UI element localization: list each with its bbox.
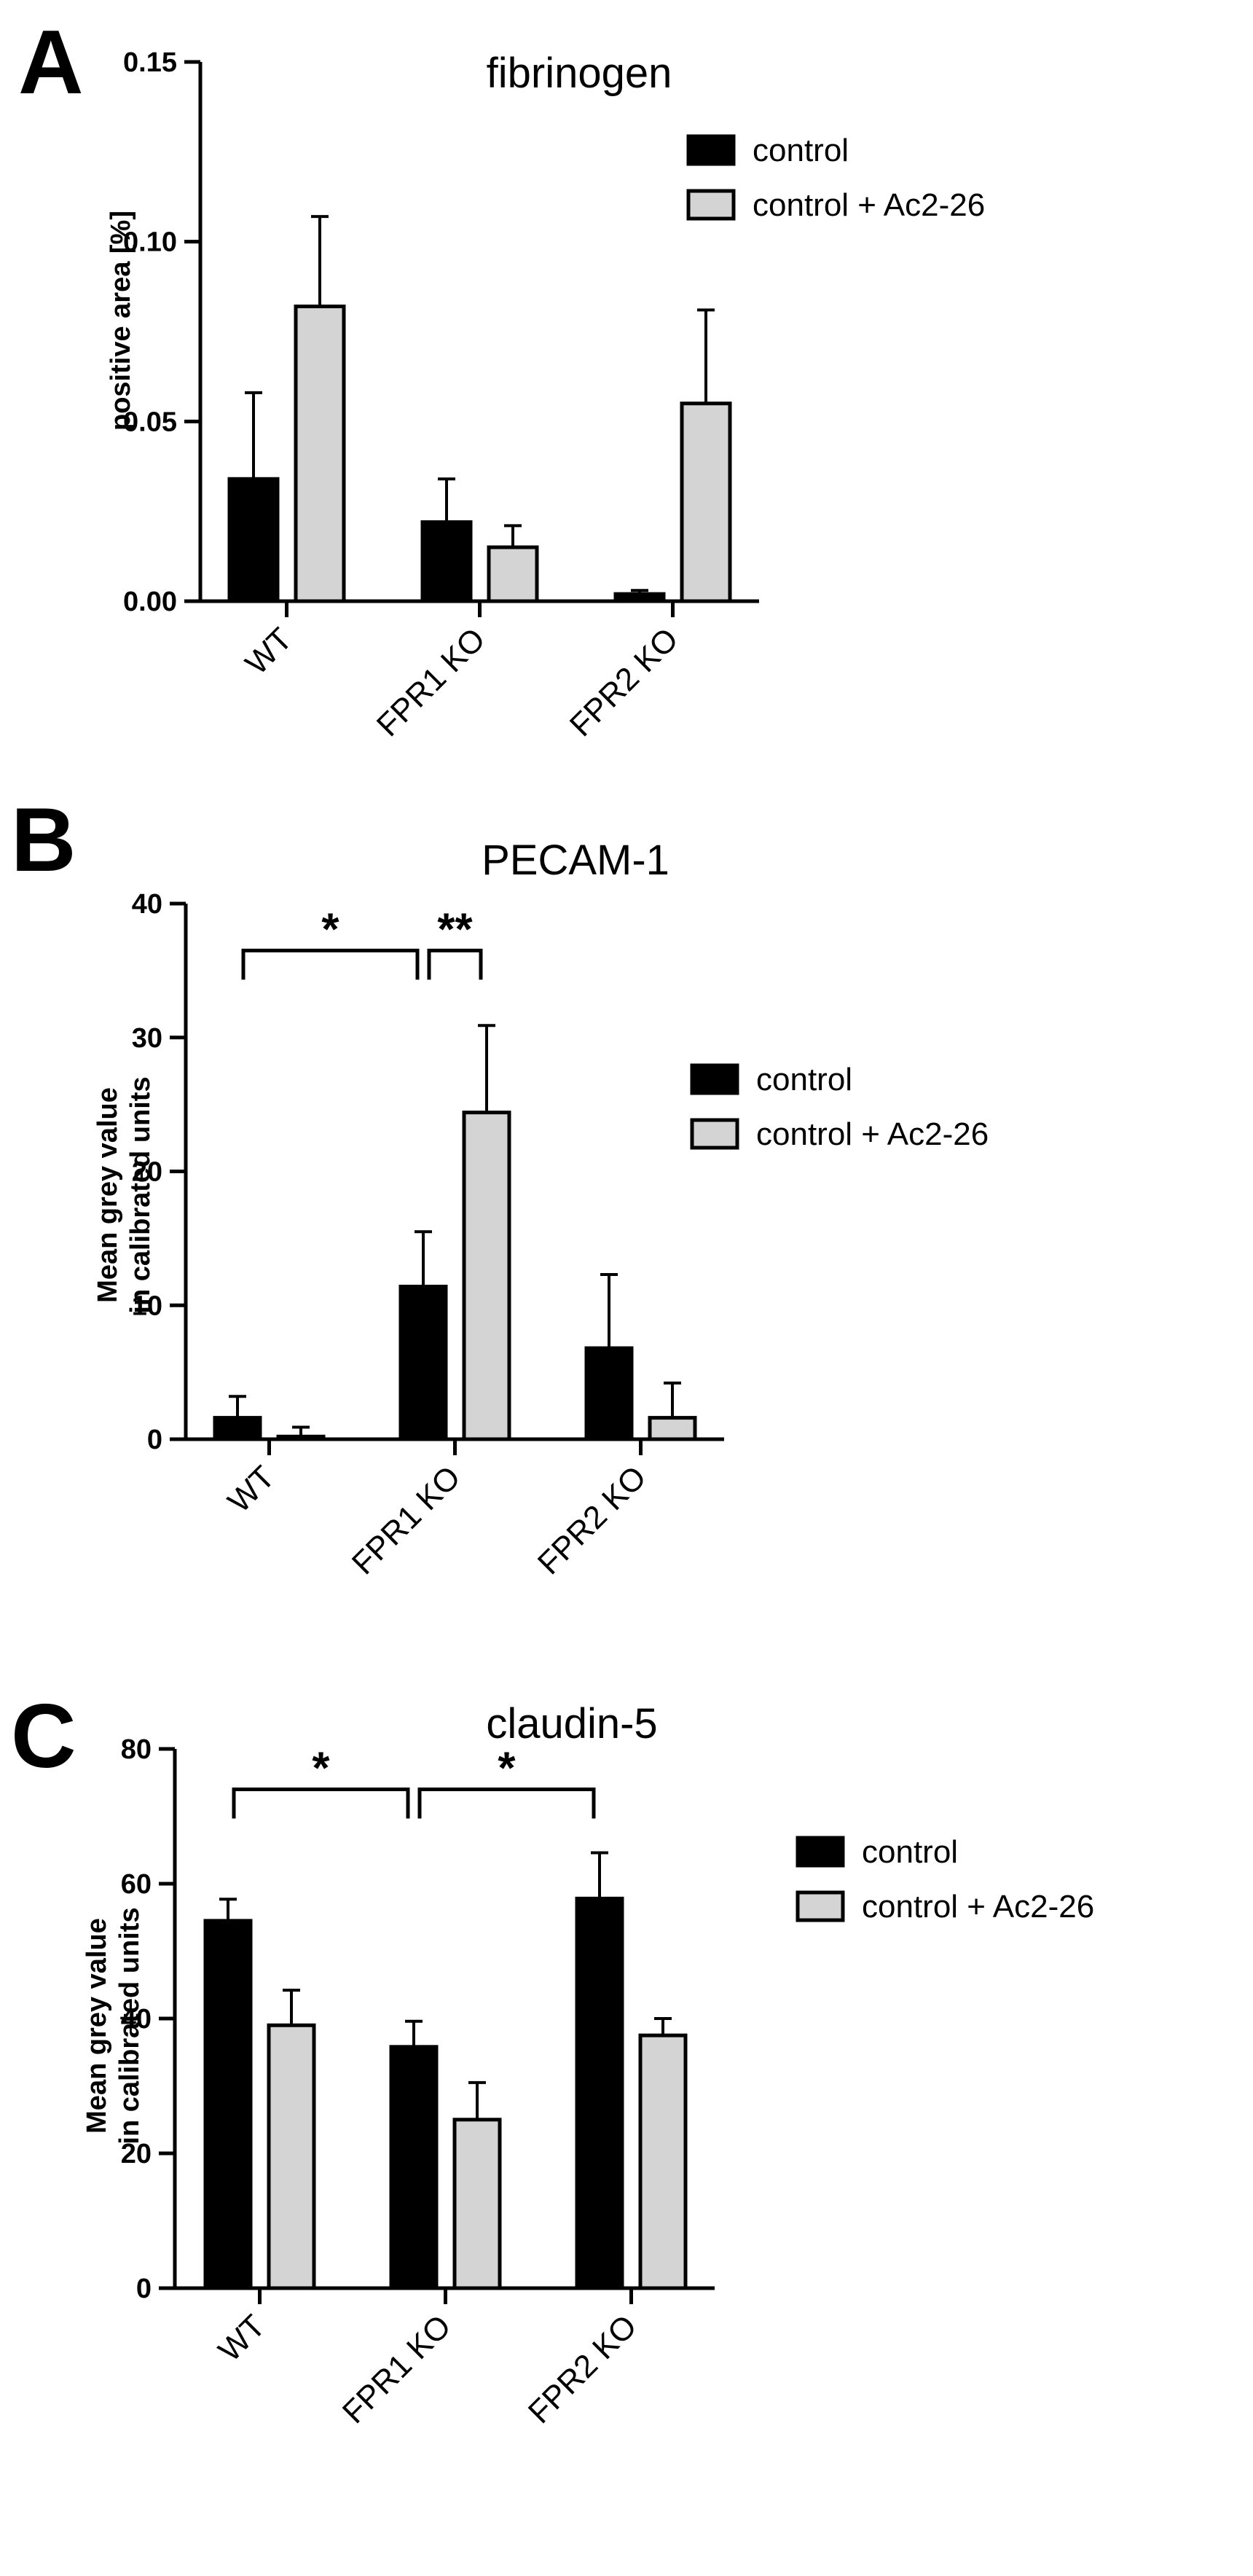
legend-swatch — [796, 1836, 845, 1868]
panel-letter: B — [11, 790, 76, 890]
y-axis-label: Mean grey value in calibrated units — [93, 1076, 156, 1313]
legend-swatch — [690, 1063, 739, 1095]
y-axis-label: Mean grey value in calibrated units — [82, 1907, 145, 2144]
legend-label: control + Ac2-26 — [756, 1116, 989, 1152]
y-tick-label: 0 — [136, 2274, 152, 2304]
panel-pecam-1: B PECAM-1 Mean grey value in calibrated … — [11, 790, 989, 1581]
significance-bracket — [232, 1788, 410, 1819]
y-tick-label: 0 — [147, 1425, 162, 1455]
y-axis-label: positive area [%] — [106, 211, 136, 431]
y-tick-label: 0.00 — [123, 587, 177, 617]
significance-label: * — [312, 1744, 330, 1794]
significance-label: * — [321, 904, 339, 955]
significance-bracket — [241, 948, 420, 980]
y-tick-label: 10 — [132, 1291, 162, 1321]
bar — [584, 1346, 634, 1441]
legend-swatch — [686, 134, 736, 166]
y-tick-label: 40 — [121, 2004, 152, 2035]
legend-swatch — [686, 189, 736, 221]
legend-swatch — [690, 1118, 739, 1150]
x-tick-label: FPR2 KO — [563, 621, 686, 743]
y-tick-label: 20 — [132, 1157, 162, 1188]
y-tick-label: 0.10 — [123, 227, 177, 258]
panel-fibrinogen: A fibrinogen positive area [%] 0.000.050… — [18, 12, 985, 743]
y-tick-label: 60 — [121, 1869, 152, 1900]
bar — [227, 477, 280, 603]
y-tick-label: 30 — [132, 1023, 162, 1054]
y-tick-label: 20 — [121, 2139, 152, 2169]
bar — [487, 545, 539, 603]
legend-swatch — [796, 1890, 845, 1922]
bar — [389, 2045, 439, 2290]
x-tick-label: WT — [212, 2308, 272, 2368]
legend-label: control — [862, 1834, 958, 1870]
x-tick-label: WT — [221, 1459, 282, 1519]
y-axis-label-line-2: in calibrated units — [125, 1076, 156, 1313]
x-tick-label: FPR1 KO — [336, 2308, 458, 2430]
x-tick-label: FPR2 KO — [522, 2308, 644, 2430]
y-tick-label: 0.15 — [123, 47, 177, 78]
bar — [680, 402, 732, 603]
bar — [462, 1111, 511, 1441]
legend-label: control — [753, 133, 849, 168]
legend-label: control + Ac2-26 — [753, 187, 985, 223]
panel-claudin-5: C claudin-5 Mean grey value in calibrate… — [11, 1686, 1094, 2430]
chart-title: fibrinogen — [487, 50, 672, 97]
bar — [613, 592, 666, 603]
y-tick-label: 80 — [121, 1734, 152, 1765]
significance-bracket — [417, 1788, 596, 1819]
bar — [638, 2033, 688, 2290]
significance-label: ** — [437, 904, 473, 955]
y-axis-label-line: positive area [%] — [106, 211, 136, 431]
bar — [575, 1896, 624, 2290]
bar — [267, 2023, 316, 2290]
panel-letter: C — [11, 1686, 76, 1787]
chart-title: PECAM-1 — [482, 837, 669, 884]
bar — [276, 1434, 326, 1441]
x-tick-label: FPR1 KO — [370, 621, 492, 743]
x-tick-label: FPR2 KO — [531, 1459, 653, 1581]
bar — [213, 1416, 262, 1441]
significance-label: * — [498, 1744, 516, 1794]
chart-title: claudin-5 — [486, 1700, 657, 1747]
x-tick-label: FPR1 KO — [345, 1459, 468, 1581]
y-axis-label-line-1: Mean grey value — [93, 1087, 123, 1303]
legend-label: control + Ac2-26 — [862, 1889, 1094, 1925]
legend-label: control — [756, 1062, 852, 1097]
panel-letter: A — [18, 12, 84, 113]
bar — [452, 2118, 502, 2290]
y-axis-label-line-2: in calibrated units — [114, 1907, 145, 2144]
bar — [203, 1919, 253, 2290]
bar — [398, 1285, 448, 1441]
bar — [420, 520, 473, 603]
significance-bracket — [427, 948, 483, 980]
y-tick-label: 40 — [132, 889, 162, 920]
y-axis-label-line-1: Mean grey value — [82, 1918, 112, 2134]
bar — [294, 304, 346, 603]
x-tick-label: WT — [239, 621, 299, 681]
bar — [648, 1416, 697, 1441]
y-tick-label: 0.05 — [123, 407, 177, 437]
